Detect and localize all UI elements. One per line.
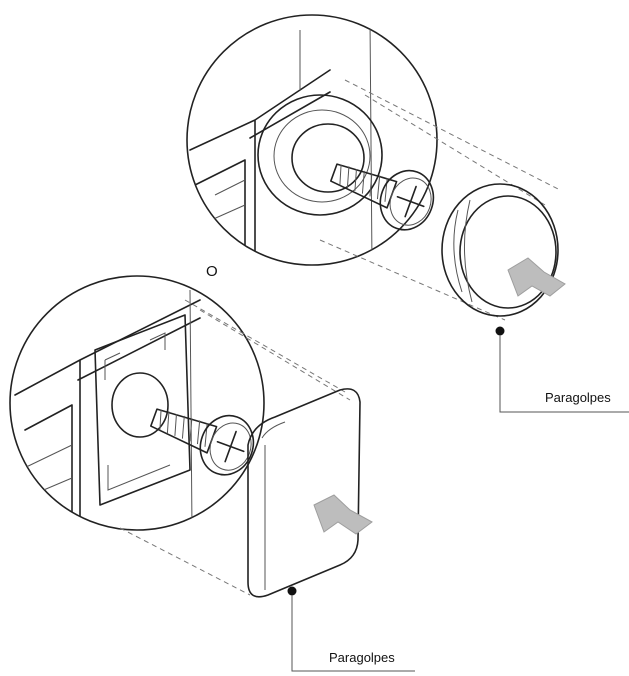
top-zoom-circle: [186, 14, 443, 266]
rect-bumper-label: Paragolpes: [329, 650, 395, 665]
separator-label: O: [206, 263, 218, 280]
arrow-icon: [507, 257, 566, 297]
bottom-zoom-circle: [9, 275, 265, 531]
rect-bumper-callout: Paragolpes: [287, 586, 415, 672]
round-bumper-label: Paragolpes: [545, 390, 611, 405]
projection-lines-bottom: [119, 299, 351, 596]
arrow-icon: [313, 494, 373, 535]
rect-bumper: [247, 388, 373, 598]
round-bumper: [441, 183, 566, 317]
round-bumper-callout: Paragolpes: [495, 326, 629, 413]
